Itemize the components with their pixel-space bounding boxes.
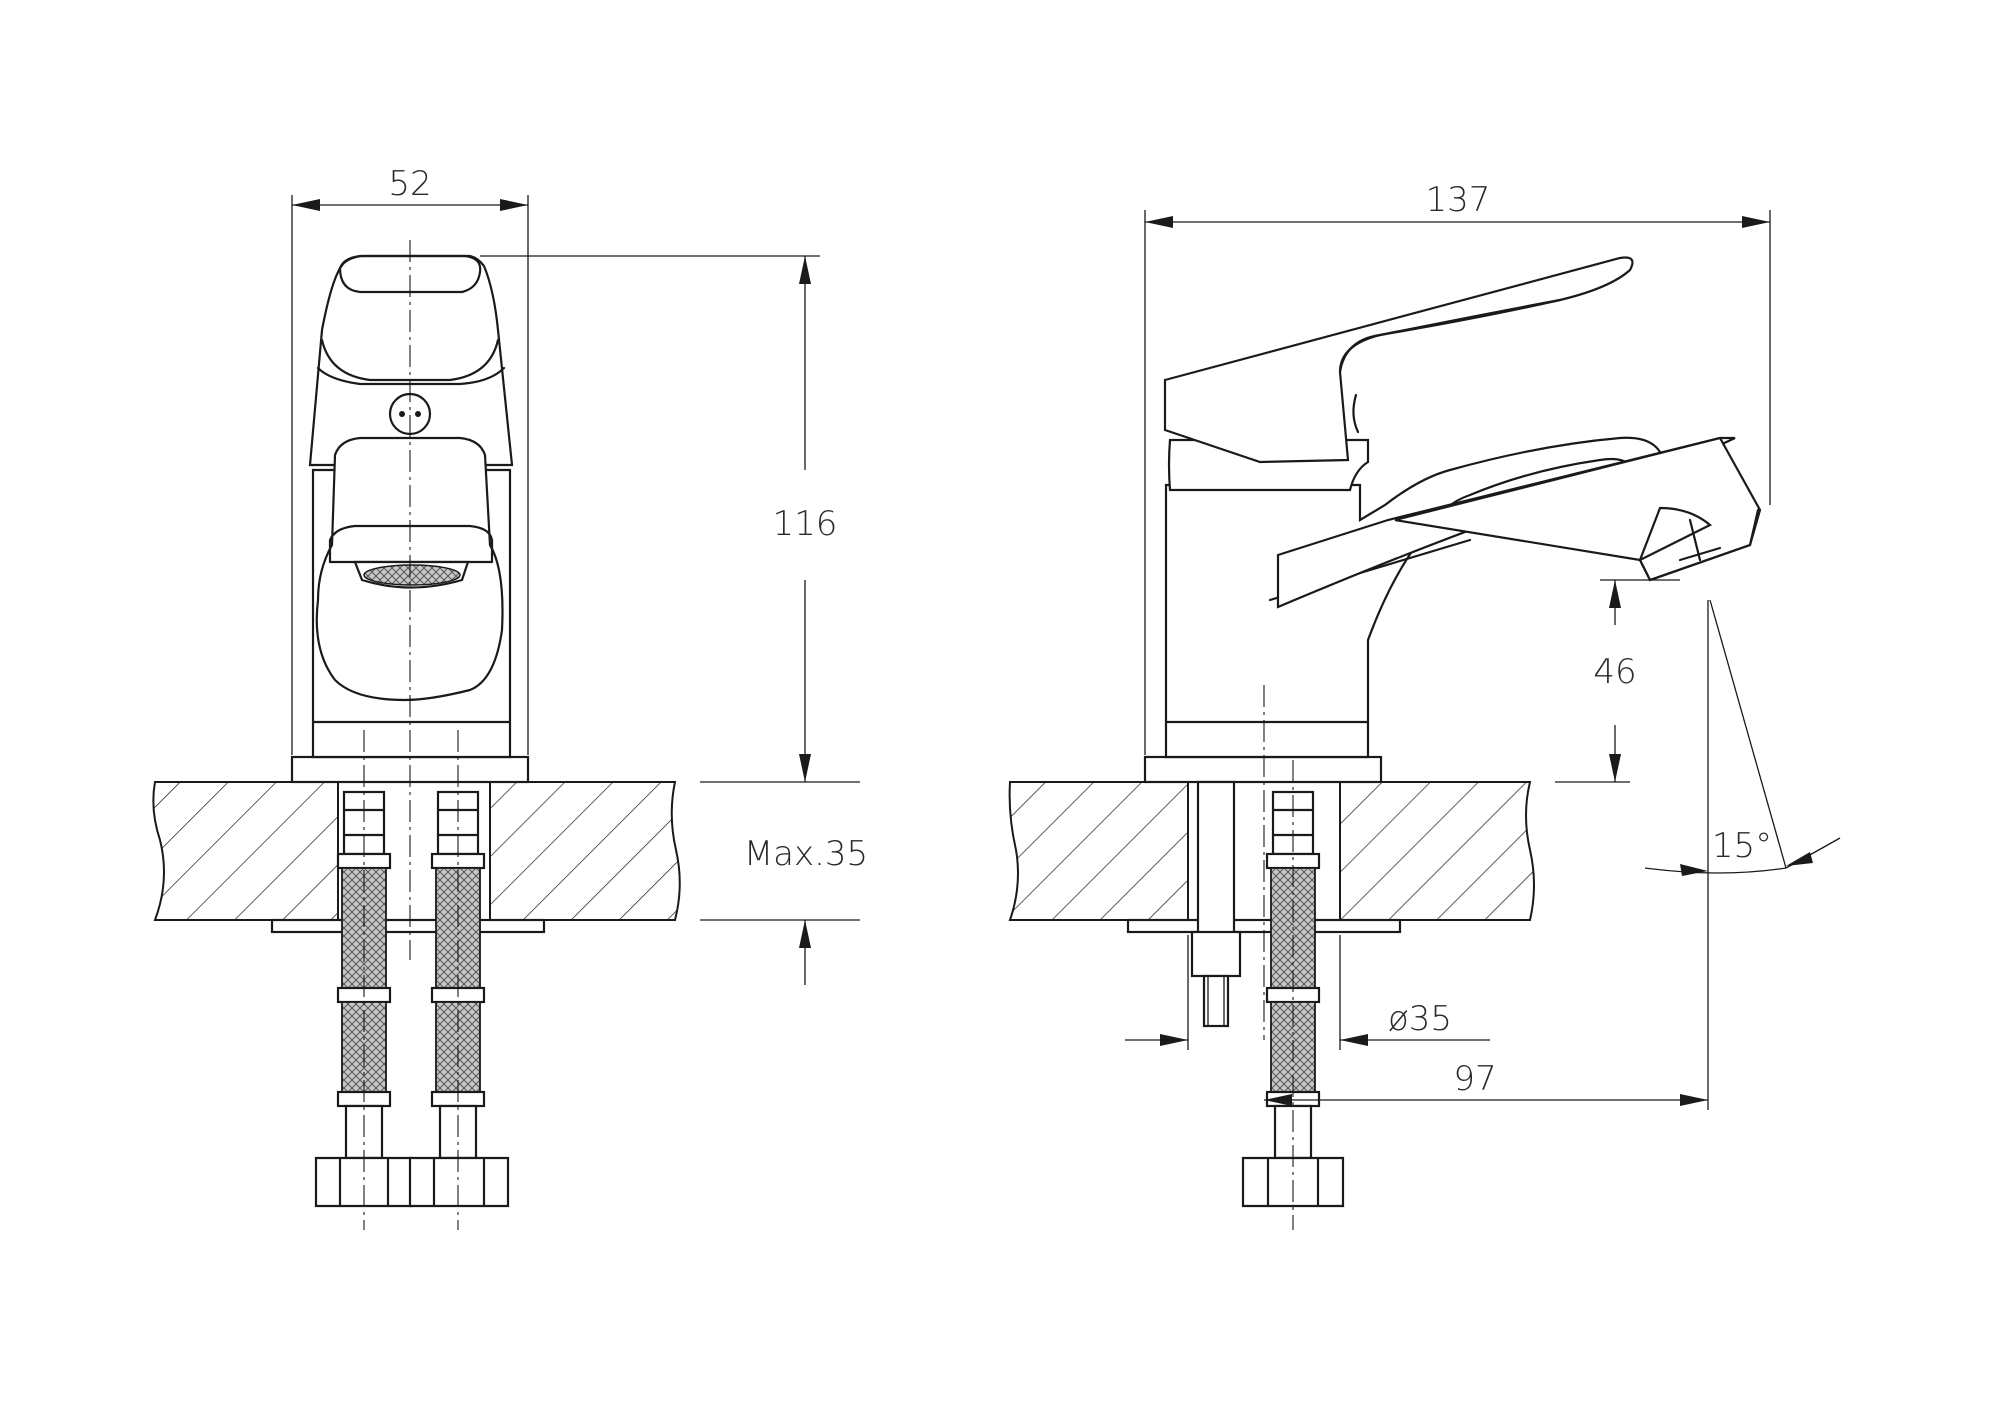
dim-spout-reach: 97 — [1453, 1059, 1496, 1099]
dim-counter-thickness: Max.35 — [744, 834, 868, 874]
front-view: 52 116 Max.35 — [152, 164, 868, 1230]
front-countertop-left — [152, 781, 339, 921]
dim-front-width: 52 — [388, 164, 431, 204]
dim-side-length: 137 — [1426, 180, 1491, 220]
dim-spout-angle: 15° — [1712, 826, 1772, 866]
dim-spout-height: 46 — [1593, 652, 1636, 692]
side-view: 137 46 15° ø35 97 — [1008, 180, 1841, 1230]
dim-front-height: 116 — [773, 504, 838, 544]
dim-hole-diameter: ø35 — [1388, 999, 1452, 1039]
front-countertop-right — [489, 781, 681, 921]
front-mounting-plate — [270, 918, 546, 934]
side-mounting-nut — [1190, 930, 1242, 978]
side-countertop-right — [1339, 781, 1535, 921]
side-countertop-left — [1008, 781, 1189, 921]
side-mounting-rod — [1196, 780, 1236, 939]
side-lever-top — [1163, 256, 1634, 464]
side-base-flange — [1143, 755, 1383, 784]
